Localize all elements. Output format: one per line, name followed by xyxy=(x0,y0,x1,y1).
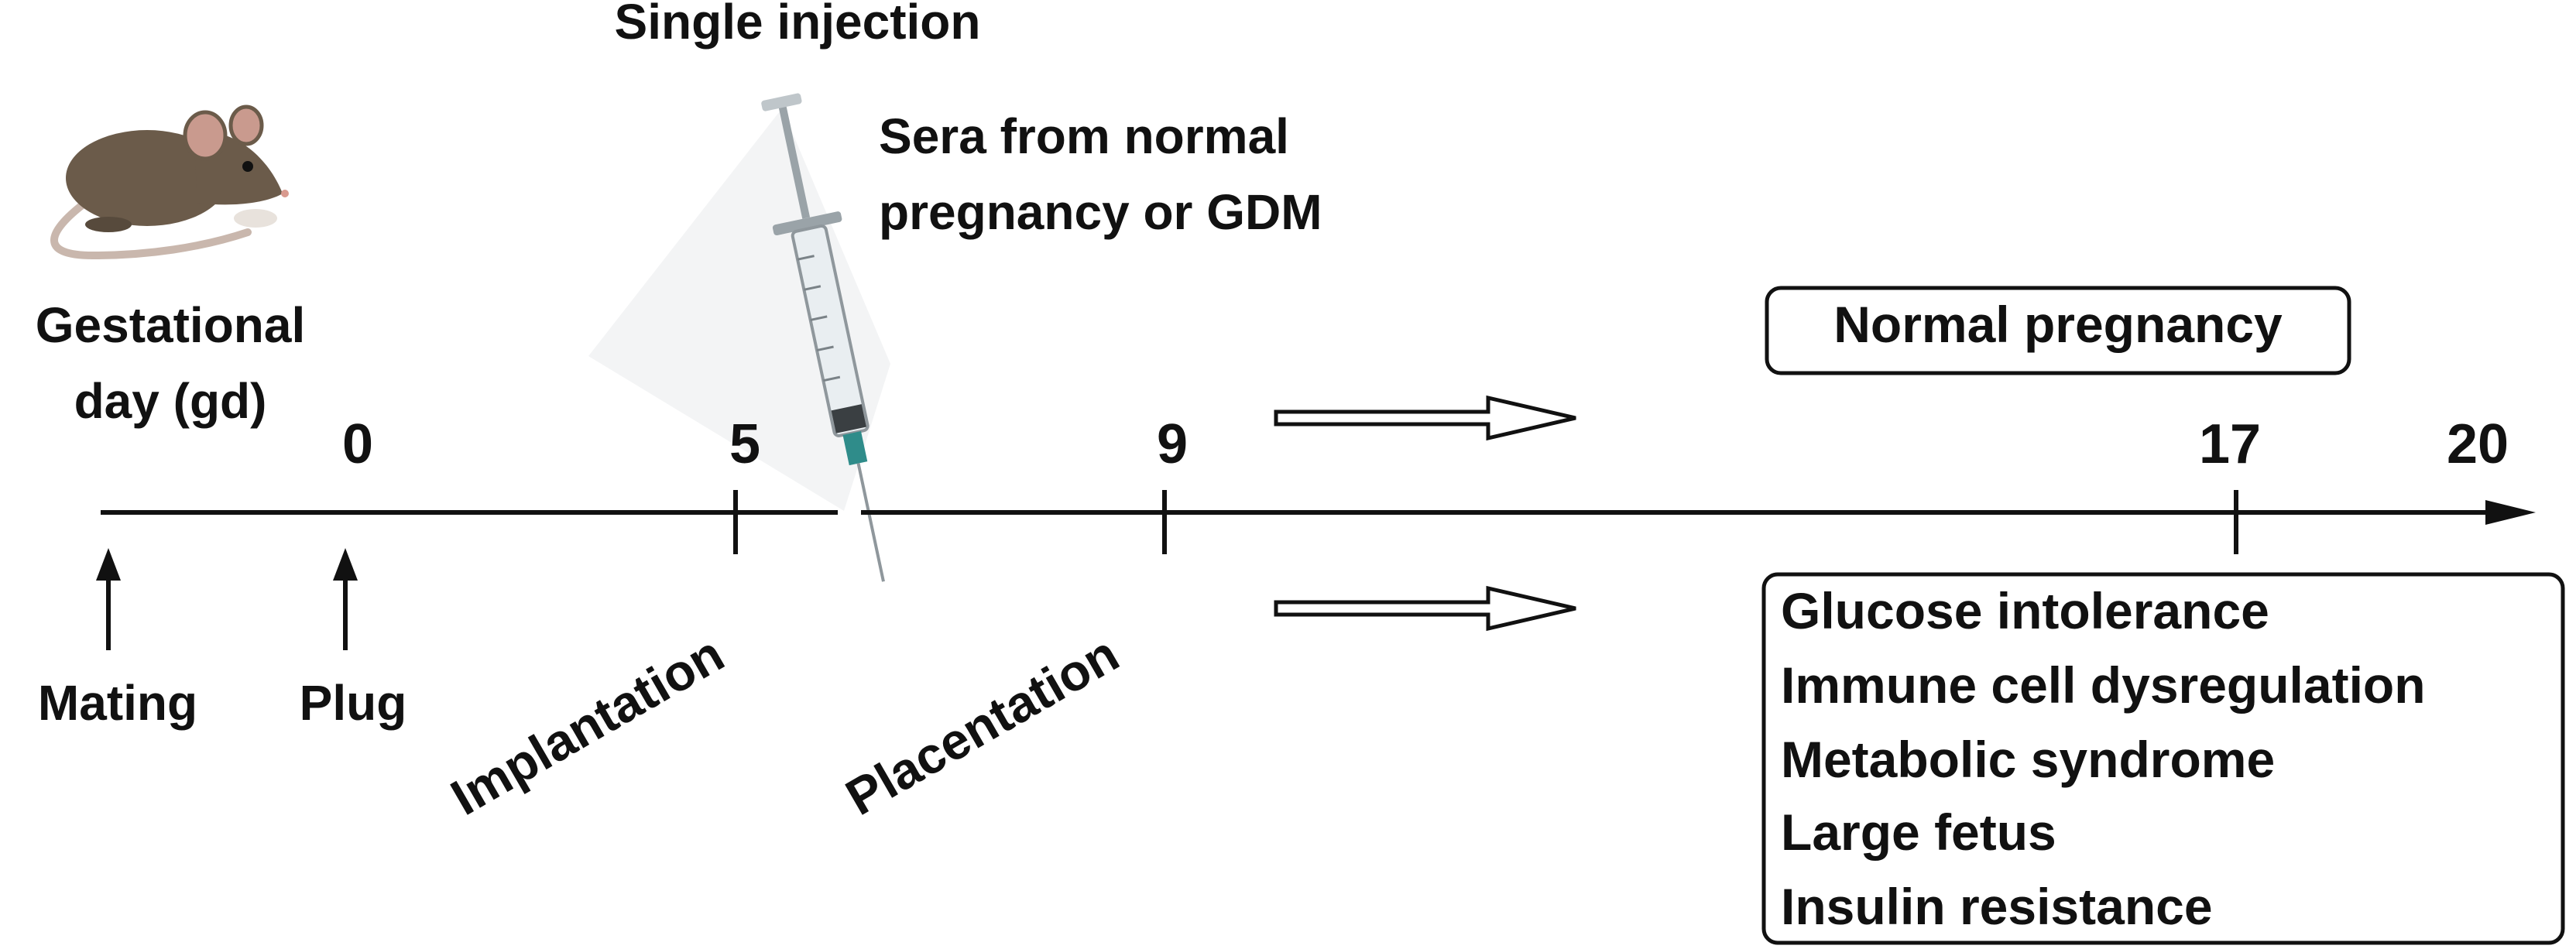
outcome-item: Large fetus xyxy=(1781,803,2056,861)
outcome-item: Metabolic syndrome xyxy=(1781,731,2275,788)
injection-title: Single injection xyxy=(615,0,981,50)
gestational-label-line-2: day (gd) xyxy=(74,373,267,429)
sera-line-1: Sera from normal xyxy=(879,108,1289,164)
normal-pregnancy-label: Normal pregnancy xyxy=(1833,296,2283,353)
plug-arrow xyxy=(333,548,358,650)
outcome-item: Insulin resistance xyxy=(1781,878,2213,935)
sera-line-2: pregnancy or GDM xyxy=(879,184,1322,240)
gestational-label-line-1: Gestational xyxy=(36,297,306,353)
timeline-arrowhead xyxy=(2485,500,2536,525)
implantation-label: Implantation xyxy=(441,625,733,826)
arrow-to-normal-pregnancy xyxy=(1274,395,1576,441)
outcome-item: Glucose intolerance xyxy=(1781,582,2269,639)
outcome-item: Immune cell dysregulation xyxy=(1781,656,2426,714)
plug-label: Plug xyxy=(300,675,407,731)
timeline-axis xyxy=(101,490,2536,554)
mating-arrow xyxy=(96,548,121,650)
tick-label-20: 20 xyxy=(2447,413,2509,475)
mating-label: Mating xyxy=(38,675,197,731)
arrow-to-gdm-outcomes xyxy=(1274,585,1576,632)
tick-label-17: 17 xyxy=(2199,413,2261,475)
tick-label-0: 0 xyxy=(342,413,373,475)
tick-label-9: 9 xyxy=(1157,413,1188,475)
tick-label-5: 5 xyxy=(729,413,760,475)
syringe-icon xyxy=(588,93,890,582)
placentation-label: Placentation xyxy=(836,625,1128,826)
mouse-icon xyxy=(50,104,289,260)
normal-pregnancy-box: Normal pregnancy xyxy=(1765,286,2351,375)
gdm-outcomes-box: Glucose intolerance Immune cell dysregul… xyxy=(1761,572,2565,945)
